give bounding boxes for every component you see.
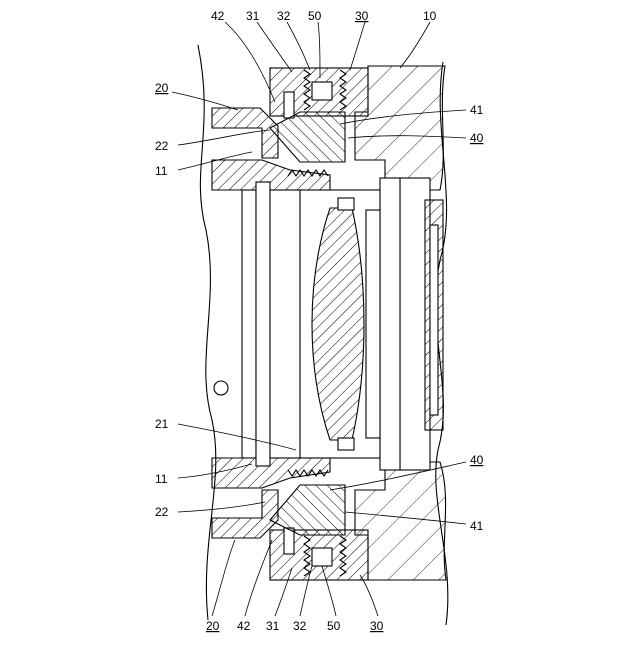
label-10-top: 10 bbox=[423, 9, 437, 23]
label-20-bottom: 20 bbox=[206, 619, 220, 633]
body-10-bottom bbox=[355, 462, 446, 580]
label-50-bottom: 50 bbox=[327, 619, 341, 633]
vent-hole bbox=[214, 381, 228, 395]
label-42-top: 42 bbox=[211, 9, 225, 23]
label-40-bottom: 40 bbox=[470, 453, 484, 467]
label-22-top: 22 bbox=[155, 139, 169, 153]
inner-barrel bbox=[212, 182, 300, 466]
label-30-top: 30 bbox=[355, 9, 369, 23]
insert-11-bottom bbox=[212, 458, 330, 488]
label-42-bottom: 42 bbox=[237, 619, 251, 633]
label-31-bottom: 31 bbox=[266, 619, 280, 633]
label-32-bottom: 32 bbox=[293, 619, 307, 633]
label-40-top: 40 bbox=[470, 131, 484, 145]
ring-40-bottom bbox=[270, 485, 345, 535]
label-32-top: 32 bbox=[277, 9, 291, 23]
sleeve-20-top bbox=[212, 108, 278, 158]
label-50-top: 50 bbox=[308, 9, 322, 23]
label-31-top: 31 bbox=[246, 9, 260, 23]
label-30-bottom: 30 bbox=[370, 619, 384, 633]
label-21-bottom: 21 bbox=[155, 417, 169, 431]
label-22-bottom: 22 bbox=[155, 505, 169, 519]
sleeve-20-bottom bbox=[212, 490, 278, 538]
label-11-bottom: 11 bbox=[155, 472, 168, 486]
nut-30-bottom bbox=[270, 528, 368, 580]
right-flange bbox=[400, 178, 443, 470]
label-20-top: 20 bbox=[155, 81, 169, 95]
nut-30-top bbox=[270, 68, 368, 118]
label-41-top: 41 bbox=[470, 103, 484, 117]
label-11-top: 11 bbox=[155, 164, 168, 178]
label-41-bottom: 41 bbox=[470, 519, 484, 533]
ring-40-top bbox=[270, 112, 345, 162]
